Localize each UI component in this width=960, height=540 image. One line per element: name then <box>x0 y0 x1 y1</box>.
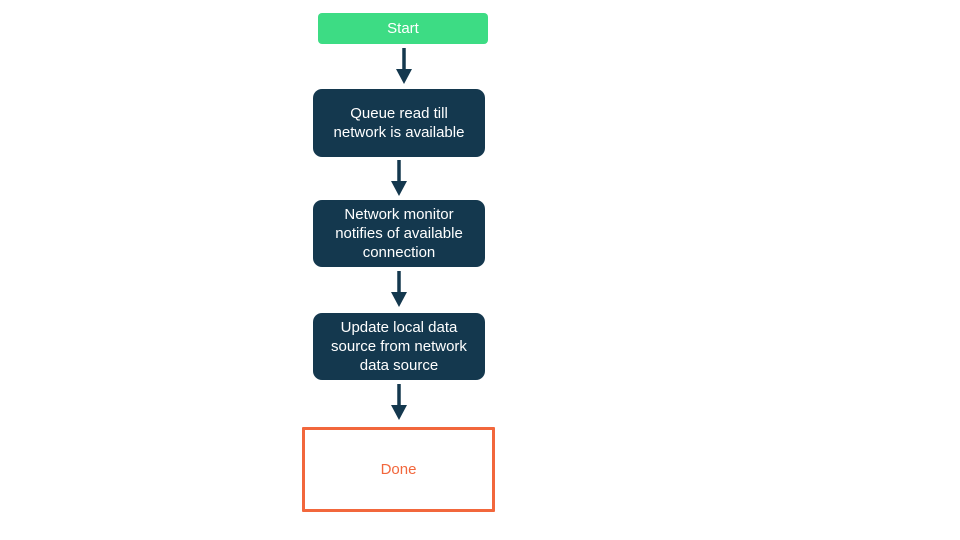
flow-node-update-local: Update local data source from network da… <box>313 313 485 380</box>
arrow-down-icon <box>396 48 412 84</box>
arrow-down-icon <box>391 160 407 196</box>
flow-node-start: Start <box>318 13 488 44</box>
flow-node-done: Done <box>302 427 495 512</box>
arrow-down-icon <box>391 384 407 420</box>
arrow-down-icon <box>391 271 407 307</box>
flow-node-network-monitor: Network monitor notifies of available co… <box>313 200 485 267</box>
flow-node-queue-read: Queue read till network is available <box>313 89 485 157</box>
